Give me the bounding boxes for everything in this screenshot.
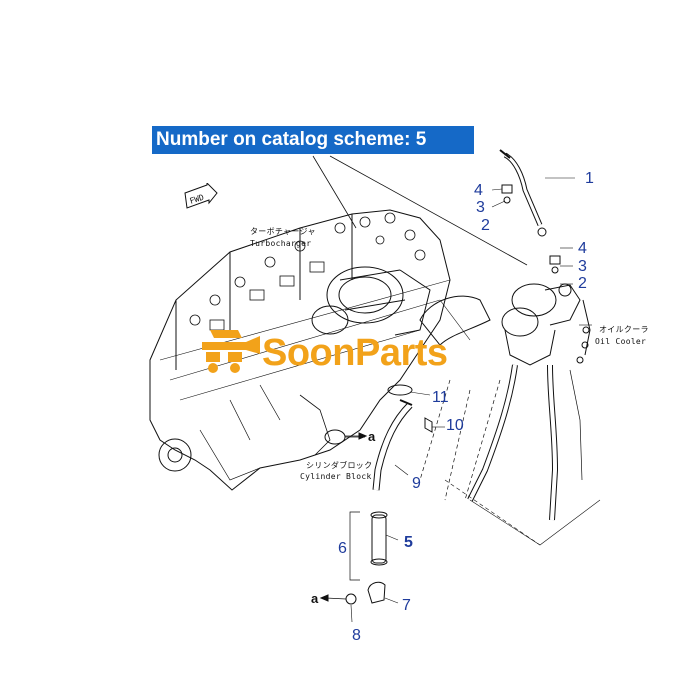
callout-11: 11	[432, 389, 449, 406]
turbocharger-label-jp: ターボチャージャ	[250, 227, 316, 236]
callout-2-upper: 2	[481, 217, 490, 234]
callout-4-upper: 4	[474, 182, 483, 199]
callout-5: 5	[404, 534, 413, 551]
callout-3-upper: 3	[476, 199, 485, 216]
oil-cooler-label-jp: オイルクーラ	[599, 325, 649, 334]
connection-ref-lower: a	[311, 591, 319, 606]
callout-10: 10	[446, 417, 464, 434]
callout-9: 9	[412, 475, 421, 492]
soonparts-watermark: SoonParts	[262, 332, 448, 374]
catalog-scheme-banner: Number on catalog scheme: 5	[152, 126, 474, 154]
callout-1: 1	[585, 170, 594, 187]
fwd-arrow-icon: FWD	[184, 183, 218, 209]
callout-2-lower: 2	[578, 275, 587, 292]
callout-6: 6	[338, 540, 347, 557]
cylinder-block-label-en: Cylinder Block	[300, 472, 372, 481]
cylinder-block-label-jp: シリンダブロック	[306, 461, 373, 470]
callout-4-lower: 4	[578, 240, 587, 257]
callout-7: 7	[402, 597, 411, 614]
fwd-label: FWD	[189, 193, 206, 206]
connection-ref-upper: a	[368, 429, 376, 444]
turbocharger-label-en: Turbocharger	[250, 239, 312, 248]
callout-8: 8	[352, 627, 361, 644]
oil-cooler-label-en: Oil Cooler	[595, 337, 647, 346]
callout-3-lower: 3	[578, 258, 587, 275]
soonparts-logo-icon	[202, 330, 260, 373]
